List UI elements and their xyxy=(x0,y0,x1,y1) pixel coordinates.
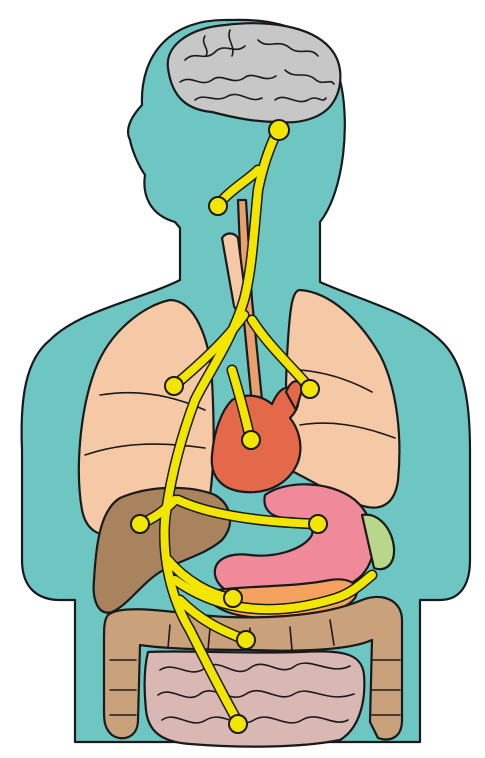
nerve-node-heart xyxy=(242,431,260,449)
nerve-node-intestine xyxy=(237,631,255,649)
nerve-node-throat xyxy=(209,197,227,215)
brain xyxy=(168,23,341,122)
nerve-node-left-lung xyxy=(165,377,183,395)
nerve-node-stomach xyxy=(309,515,327,533)
nerve-node-brainstem xyxy=(269,120,289,140)
nerve-node-colon xyxy=(229,715,247,733)
nerve-node-right-lung xyxy=(301,380,319,398)
nerve-node-liver xyxy=(131,515,149,533)
nerve-node-pancreas xyxy=(224,589,242,607)
